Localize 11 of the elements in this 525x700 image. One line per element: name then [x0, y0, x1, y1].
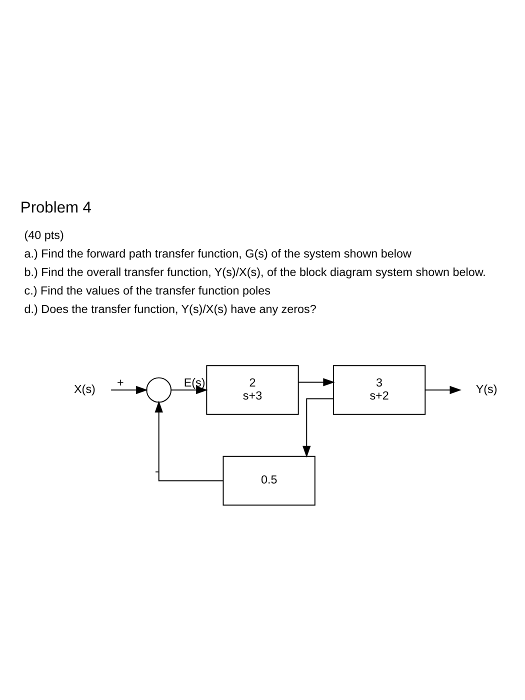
edge-label: E(s): [184, 376, 206, 390]
label: b.) Find the overall transfer function, Y(s)/X(s), of the block diagram system shown below.: [24, 265, 486, 278]
label: a.) Find the forward path transfer function, G(s) of the system shown below: [24, 246, 412, 260]
edge-label: -: [154, 464, 159, 478]
edge-label: +: [116, 376, 124, 390]
label: d.) Does the transfer function, Y(s)/X(s) have any zeros?: [24, 302, 316, 316]
label: c.) Find the values of the transfer function poles: [24, 284, 270, 298]
diagram-title: Problem 4: [20, 198, 92, 216]
node-text: X(s): [74, 382, 96, 396]
label: (40 pts): [24, 228, 64, 242]
node-text: Y(s): [476, 382, 498, 396]
